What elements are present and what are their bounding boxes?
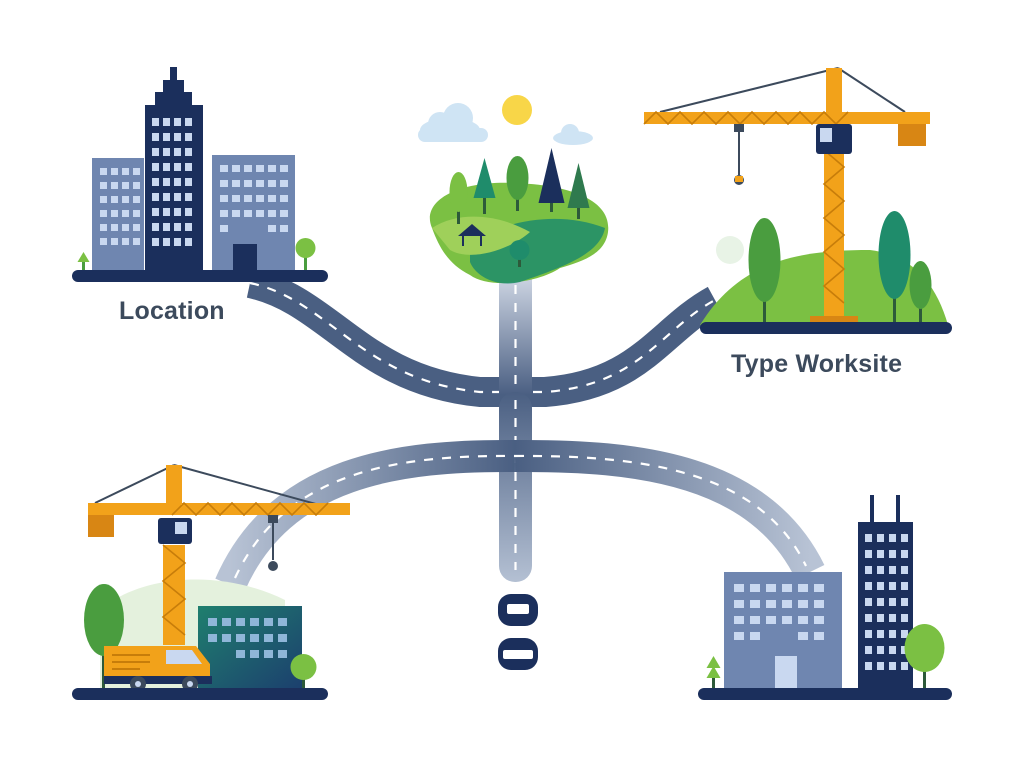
tree-icon bbox=[290, 654, 317, 690]
road-end-marker-icon bbox=[498, 594, 538, 670]
road-upper-right bbox=[515, 286, 723, 407]
tree-icon bbox=[449, 172, 468, 224]
gazebo-icon bbox=[458, 224, 486, 246]
tree-icon bbox=[84, 584, 124, 688]
tree-icon bbox=[538, 148, 565, 212]
road-upper-left bbox=[246, 268, 515, 407]
tree-icon bbox=[77, 252, 90, 273]
road-central bbox=[499, 392, 532, 582]
tree-icon bbox=[509, 240, 530, 267]
cloud-icon bbox=[553, 124, 593, 145]
tree-icon bbox=[506, 156, 529, 211]
tower-crane-icon bbox=[88, 464, 350, 645]
park-island-icon bbox=[418, 95, 609, 284]
sun-icon bbox=[502, 95, 532, 125]
city-skyline-icon bbox=[72, 67, 328, 282]
truck-icon bbox=[104, 646, 212, 692]
tree-icon bbox=[295, 238, 316, 273]
tree-icon bbox=[878, 211, 911, 324]
office-building-icon bbox=[698, 495, 952, 700]
office-building-icon bbox=[198, 606, 302, 690]
road-network bbox=[215, 268, 825, 592]
location-label: Location bbox=[119, 297, 225, 325]
tree-icon bbox=[706, 656, 721, 690]
tree-icon bbox=[473, 158, 496, 214]
tree-icon bbox=[567, 163, 590, 219]
road-lower-right bbox=[514, 439, 825, 580]
tree-icon bbox=[904, 624, 945, 690]
cloud-icon bbox=[418, 103, 488, 142]
tree-icon bbox=[748, 218, 781, 324]
worksite-crane-site bbox=[643, 67, 952, 334]
tree-icon bbox=[909, 261, 932, 324]
construction-site bbox=[72, 464, 350, 700]
tower-crane-icon bbox=[643, 67, 930, 324]
type-worksite-label: Type Worksite bbox=[731, 350, 903, 378]
